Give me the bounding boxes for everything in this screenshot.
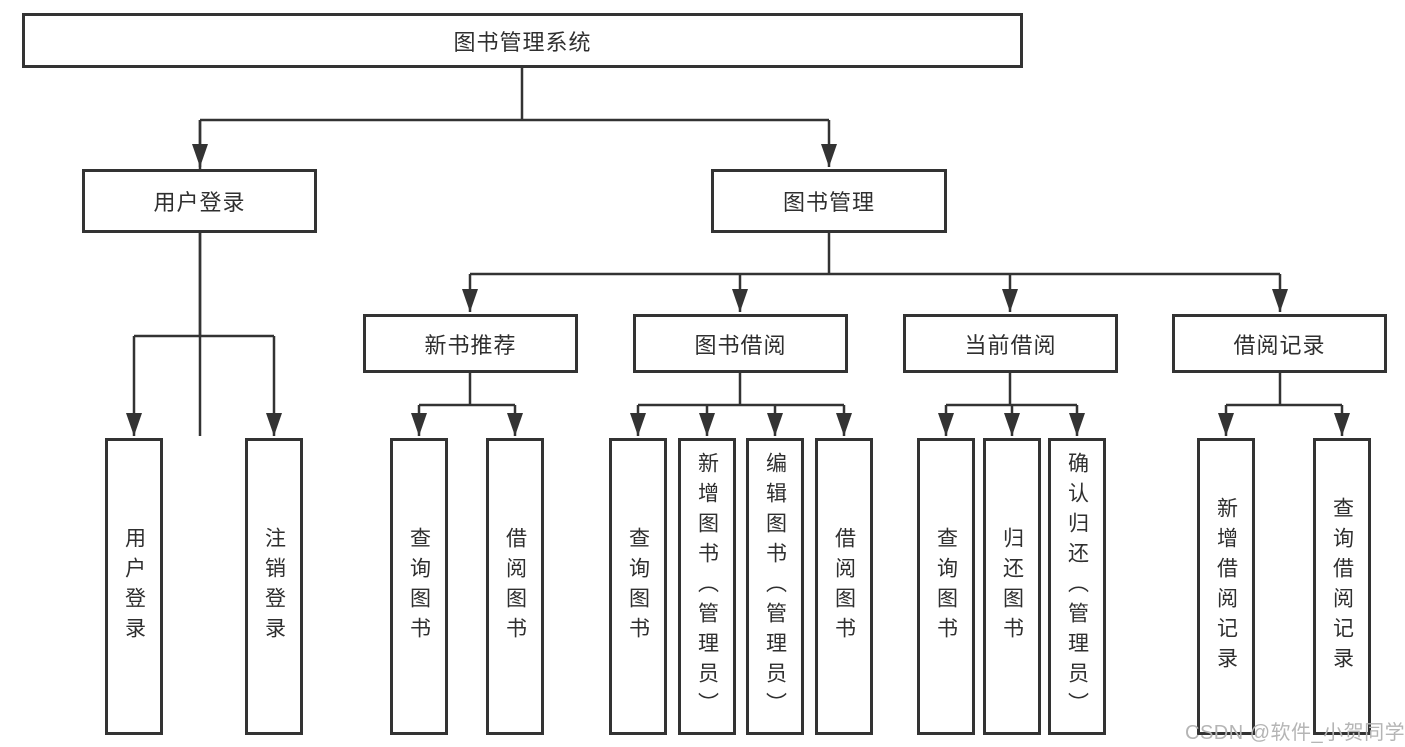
leaf-current-confirm-return-admin: 确认归还（管理员） xyxy=(1048,438,1106,735)
leaf-recommend-query-books: 查询图书 xyxy=(390,438,448,735)
node-book-borrowing: 图书借阅 xyxy=(633,314,848,373)
leaf-records-add-record: 新增借阅记录 xyxy=(1197,438,1255,735)
csdn-watermark: CSDN @软件_小贺同学 xyxy=(1185,722,1405,744)
arrowhead-down-icon xyxy=(1272,289,1288,312)
leaf-logout: 注销登录 xyxy=(245,438,303,735)
arrowhead-down-icon xyxy=(1002,289,1018,312)
arrowhead-down-icon xyxy=(1004,413,1020,436)
arrowhead-down-icon xyxy=(821,144,837,167)
connector-current-borrowing-to-leaves xyxy=(938,373,1085,436)
connector-line xyxy=(198,68,831,436)
arrowhead-down-icon xyxy=(699,413,715,436)
arrowhead-down-icon xyxy=(767,413,783,436)
node-current-borrowing: 当前借阅 xyxy=(903,314,1118,373)
leaf-records-query-record: 查询借阅记录 xyxy=(1313,438,1371,735)
arrowhead-down-icon xyxy=(192,144,208,167)
connector-user-login-to-leaves xyxy=(126,233,282,436)
leaf-current-return-books: 归还图书 xyxy=(983,438,1041,735)
leaf-borrowing-edit-books-admin: 编辑图书（管理员） xyxy=(746,438,804,735)
arrowhead-down-icon xyxy=(462,289,478,312)
leaf-borrowing-query-books: 查询图书 xyxy=(609,438,667,735)
arrowhead-down-icon xyxy=(507,413,523,436)
leaf-borrowing-borrow-books: 借阅图书 xyxy=(815,438,873,735)
node-user-login: 用户登录 xyxy=(82,169,317,233)
arrowhead-down-icon xyxy=(266,413,282,436)
arrowhead-down-icon xyxy=(1218,413,1234,436)
arrowhead-down-icon xyxy=(836,413,852,436)
connector-line xyxy=(636,373,846,436)
arrowhead-down-icon xyxy=(938,413,954,436)
arrowhead-down-icon xyxy=(411,413,427,436)
connector-borrowing-records-to-leaves xyxy=(1218,373,1350,436)
connector-new-book-recommend-to-leaves xyxy=(411,373,523,436)
leaf-borrowing-add-books-admin: 新增图书（管理员） xyxy=(678,438,736,735)
arrowhead-down-icon xyxy=(732,289,748,312)
connector-book-borrowing-to-leaves xyxy=(630,373,852,436)
connector-line xyxy=(468,233,1282,312)
leaf-user-login: 用户登录 xyxy=(105,438,163,735)
node-borrowing-records: 借阅记录 xyxy=(1172,314,1387,373)
connector-line xyxy=(1224,373,1344,436)
node-library-management-system: 图书管理系统 xyxy=(22,13,1023,68)
connector-line xyxy=(132,233,276,436)
node-new-book-recommend: 新书推荐 xyxy=(363,314,578,373)
arrowhead-down-icon xyxy=(1069,413,1085,436)
leaf-current-query-books: 查询图书 xyxy=(917,438,975,735)
connector-line xyxy=(417,373,517,436)
connector-book-management-to-level3 xyxy=(462,233,1288,312)
connector-root-to-level2 xyxy=(192,68,837,436)
arrowhead-down-icon xyxy=(1334,413,1350,436)
node-book-management: 图书管理 xyxy=(711,169,947,233)
arrowhead-down-icon xyxy=(126,413,142,436)
leaf-recommend-borrow-books: 借阅图书 xyxy=(486,438,544,735)
arrowhead-down-icon xyxy=(630,413,646,436)
